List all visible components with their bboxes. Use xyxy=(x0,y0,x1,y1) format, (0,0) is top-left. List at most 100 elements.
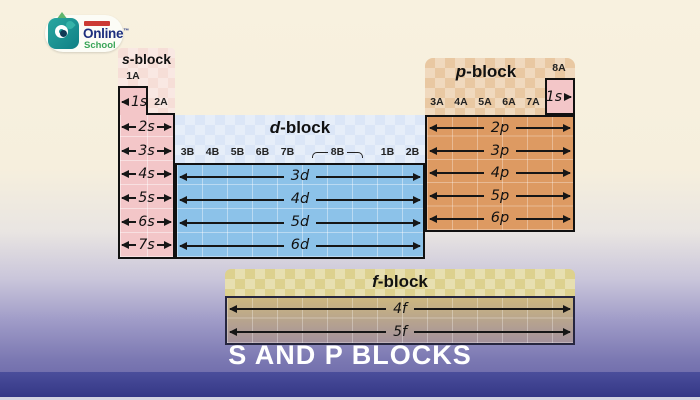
orbital-row-5f: 5f xyxy=(227,321,573,344)
orbital-label-1s: 1s xyxy=(131,93,148,110)
orbital-label-3s: 3s xyxy=(138,142,155,159)
group-label-5a: 5A xyxy=(478,96,492,108)
arrow-left-icon xyxy=(120,193,137,202)
logo-name-top: Online™ xyxy=(83,26,129,41)
p-block-body: 2p 3p 4p 5p 6p xyxy=(425,115,575,232)
group-label-2b: 2B xyxy=(405,146,420,158)
arrow-right-icon xyxy=(413,327,572,336)
orbital-row-5s: 5s xyxy=(120,186,173,210)
arrow-left-icon xyxy=(120,217,137,226)
s-block-title: s-block xyxy=(121,51,172,67)
arrow-right-icon xyxy=(316,241,421,250)
arrow-left-icon xyxy=(179,218,284,227)
orbital-row-2p: 2p xyxy=(427,117,573,140)
arrow-left-icon xyxy=(179,241,284,250)
orbital-row-3s: 3s xyxy=(120,139,173,163)
orbital-row-3d: 3d xyxy=(177,165,423,188)
arrow-right-icon xyxy=(413,305,572,314)
orbital-row-4f: 4f xyxy=(227,298,573,321)
orbital-label-5f: 5f xyxy=(393,323,407,340)
arrow-right-icon xyxy=(156,217,173,226)
arrow-right-icon xyxy=(156,241,173,250)
bracket-right-icon xyxy=(347,151,364,158)
arrow-right-icon xyxy=(316,195,421,204)
group-label-8b-span: 8B xyxy=(300,146,375,158)
s-block-body: 2s 3s 4s 5s 6s 7s xyxy=(118,115,175,259)
orbital-label-6d: 6d xyxy=(290,237,310,254)
orbital-row-4s: 4s xyxy=(120,162,173,186)
group-label-5b: 5B xyxy=(230,146,245,158)
arrow-right-icon xyxy=(156,122,173,131)
arrow-left-icon xyxy=(120,122,137,131)
orbital-label-3d: 3d xyxy=(290,168,310,185)
arrow-left-icon xyxy=(429,146,484,155)
arrow-left-icon xyxy=(179,172,284,181)
arrow-left-icon xyxy=(120,170,137,179)
arrow-left-icon xyxy=(228,327,387,336)
orbital-label-1s: 1s xyxy=(545,88,562,105)
orbital-label-4p: 4p xyxy=(490,165,510,182)
orbital-label-5d: 5d xyxy=(290,214,310,231)
orbital-row-5d: 5d xyxy=(177,211,423,234)
arrow-left-icon xyxy=(429,169,484,178)
arrow-right-icon xyxy=(516,192,571,201)
group-label-3a: 3A xyxy=(430,96,444,108)
orbital-label-7s: 7s xyxy=(138,237,155,254)
arrow-left-icon xyxy=(120,241,137,250)
arrow-left-icon xyxy=(429,124,484,133)
orbital-label-5p: 5p xyxy=(490,187,510,204)
orbital-label-4f: 4f xyxy=(393,301,407,318)
cell-1s-hydrogen: 1s xyxy=(118,86,148,115)
group-label-1a: 1A xyxy=(126,70,140,82)
orbital-row-4p: 4p xyxy=(427,162,573,185)
group-label-8b: 8B xyxy=(330,146,345,158)
orbital-row-3p: 3p xyxy=(427,140,573,163)
d-block-body: 3d 4d 5d 6d xyxy=(175,163,425,259)
s-block-step-border xyxy=(146,113,175,115)
logo-leaf-icon xyxy=(56,12,68,20)
arrow-right-icon xyxy=(516,214,571,223)
orbital-row-6p: 6p xyxy=(427,207,573,230)
orbital-label-6s: 6s xyxy=(138,213,155,230)
group-label-6b: 6B xyxy=(255,146,270,158)
orbital-label-6p: 6p xyxy=(490,210,510,227)
f-block-header-bg xyxy=(225,269,575,296)
p-block-title: p-block xyxy=(455,62,517,81)
group-label-2a: 2A xyxy=(154,96,168,108)
arrow-right-icon xyxy=(316,172,421,181)
bottom-strip xyxy=(0,397,700,400)
arrow-right-icon xyxy=(516,146,571,155)
page-title: S AND P BLOCKS xyxy=(228,340,472,370)
arrow-left-icon xyxy=(429,192,484,201)
orbital-label-4s: 4s xyxy=(138,166,155,183)
trademark-symbol: ™ xyxy=(123,28,129,35)
orbital-row-6s: 6s xyxy=(120,210,173,234)
orbital-label-3p: 3p xyxy=(490,142,510,159)
logo-badge xyxy=(84,21,110,26)
orbital-label-4d: 4d xyxy=(290,191,310,208)
arrow-right-icon xyxy=(516,124,571,133)
arrow-left-icon xyxy=(228,305,387,314)
orbital-row-7s: 7s xyxy=(120,233,173,257)
orbital-row-4d: 4d xyxy=(177,188,423,211)
d-block-title: d-block xyxy=(269,118,331,137)
group-label-4a: 4A xyxy=(454,96,468,108)
arrow-right-icon xyxy=(316,218,421,227)
d-block-header-bg xyxy=(175,115,425,163)
logo-o-center-icon xyxy=(60,30,67,37)
group-label-7b: 7B xyxy=(280,146,295,158)
orbital-row-2s: 2s xyxy=(120,115,173,139)
arrow-left-icon xyxy=(120,146,137,155)
orbital-label-2p: 2p xyxy=(490,120,510,137)
arrow-left-icon xyxy=(429,214,484,223)
arrow-left-icon xyxy=(121,97,129,106)
arrow-left-icon xyxy=(179,195,284,204)
group-label-7a: 7A xyxy=(526,96,540,108)
bracket-left-icon xyxy=(311,151,328,158)
orbital-row-5p: 5p xyxy=(427,185,573,208)
